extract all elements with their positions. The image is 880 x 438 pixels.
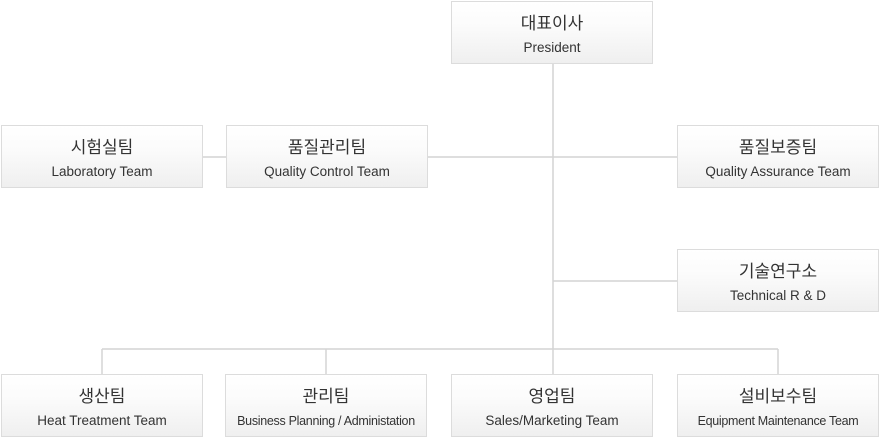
node-laboratory: 시험실팀 Laboratory Team	[1, 125, 203, 188]
node-quality-assurance-ko: 품질보증팀	[738, 138, 818, 158]
node-quality-assurance-en: Quality Assurance Team	[705, 164, 851, 179]
node-rnd-ko: 기술연구소	[738, 262, 818, 282]
node-business-planning-ko: 관리팀	[302, 387, 350, 407]
node-president-ko: 대표이사	[520, 14, 584, 34]
node-business-planning-en: Business Planning / Administation	[237, 414, 415, 428]
node-equipment-maintenance-en: Equipment Maintenance Team	[697, 414, 859, 428]
node-sales-marketing-ko: 영업팀	[528, 387, 576, 407]
node-president-en: President	[523, 40, 581, 55]
node-president: 대표이사 President	[451, 1, 653, 64]
node-quality-control: 품질관리팀 Quality Control Team	[226, 125, 428, 188]
node-equipment-maintenance-ko: 설비보수팀	[738, 387, 818, 407]
node-heat-treatment-en: Heat Treatment Team	[37, 413, 167, 428]
node-equipment-maintenance: 설비보수팀 Equipment Maintenance Team	[677, 374, 879, 437]
node-quality-control-en: Quality Control Team	[264, 164, 390, 179]
node-heat-treatment: 생산팀 Heat Treatment Team	[1, 374, 203, 437]
node-laboratory-ko: 시험실팀	[70, 138, 134, 158]
node-sales-marketing: 영업팀 Sales/Marketing Team	[451, 374, 653, 437]
node-quality-assurance: 품질보증팀 Quality Assurance Team	[677, 125, 879, 188]
node-rnd: 기술연구소 Technical R & D	[677, 249, 879, 312]
node-laboratory-en: Laboratory Team	[51, 164, 153, 179]
node-business-planning: 관리팀 Business Planning / Administation	[225, 374, 427, 437]
node-heat-treatment-ko: 생산팀	[78, 387, 126, 407]
node-quality-control-ko: 품질관리팀	[287, 138, 367, 158]
node-rnd-en: Technical R & D	[729, 288, 827, 303]
node-sales-marketing-en: Sales/Marketing Team	[485, 413, 619, 428]
